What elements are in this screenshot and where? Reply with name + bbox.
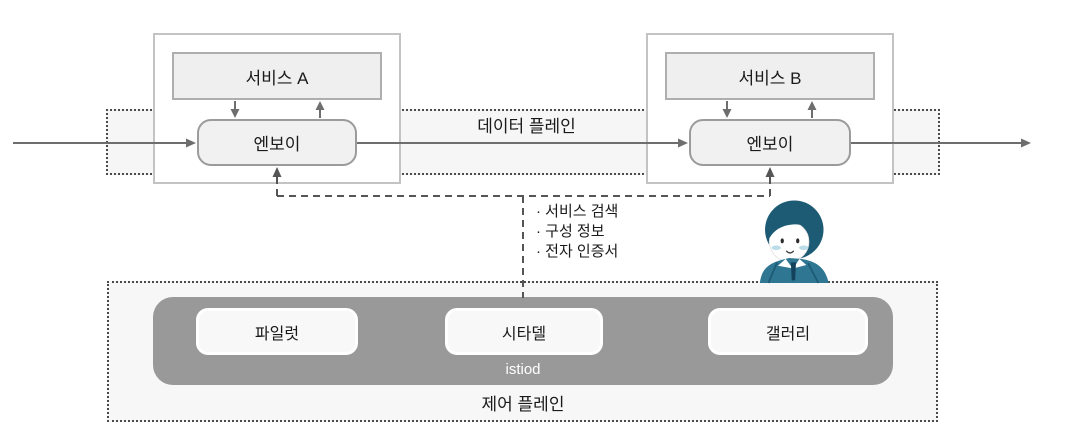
galley-box: 갤러리 [708,308,868,355]
istiod-label: istiod [505,361,541,378]
pilot-box: 파일럿 [196,308,358,355]
control-plane-dashed-connectors [276,177,771,298]
envoy-b-box: 엔보이 [689,119,851,166]
data-plane-label: 데이터 플레인 [477,117,576,136]
control-plane-label: 제어 플레인 [481,395,565,414]
envoy-a-box: 엔보이 [197,119,357,166]
service-a-box: 서비스 A [172,52,382,100]
note-config-info: · 구성 정보 [536,223,605,240]
person-character-icon [759,200,829,284]
citadel-box: 시타델 [445,308,603,355]
note-service-discovery: · 서비스 검색 [536,203,619,220]
note-certificates: · 전자 인증서 [536,243,619,260]
istiod-functions-list: · 서비스 검색 · 구성 정보 · 전자 인증서 [536,202,618,262]
service-b-box: 서비스 B [665,52,875,100]
